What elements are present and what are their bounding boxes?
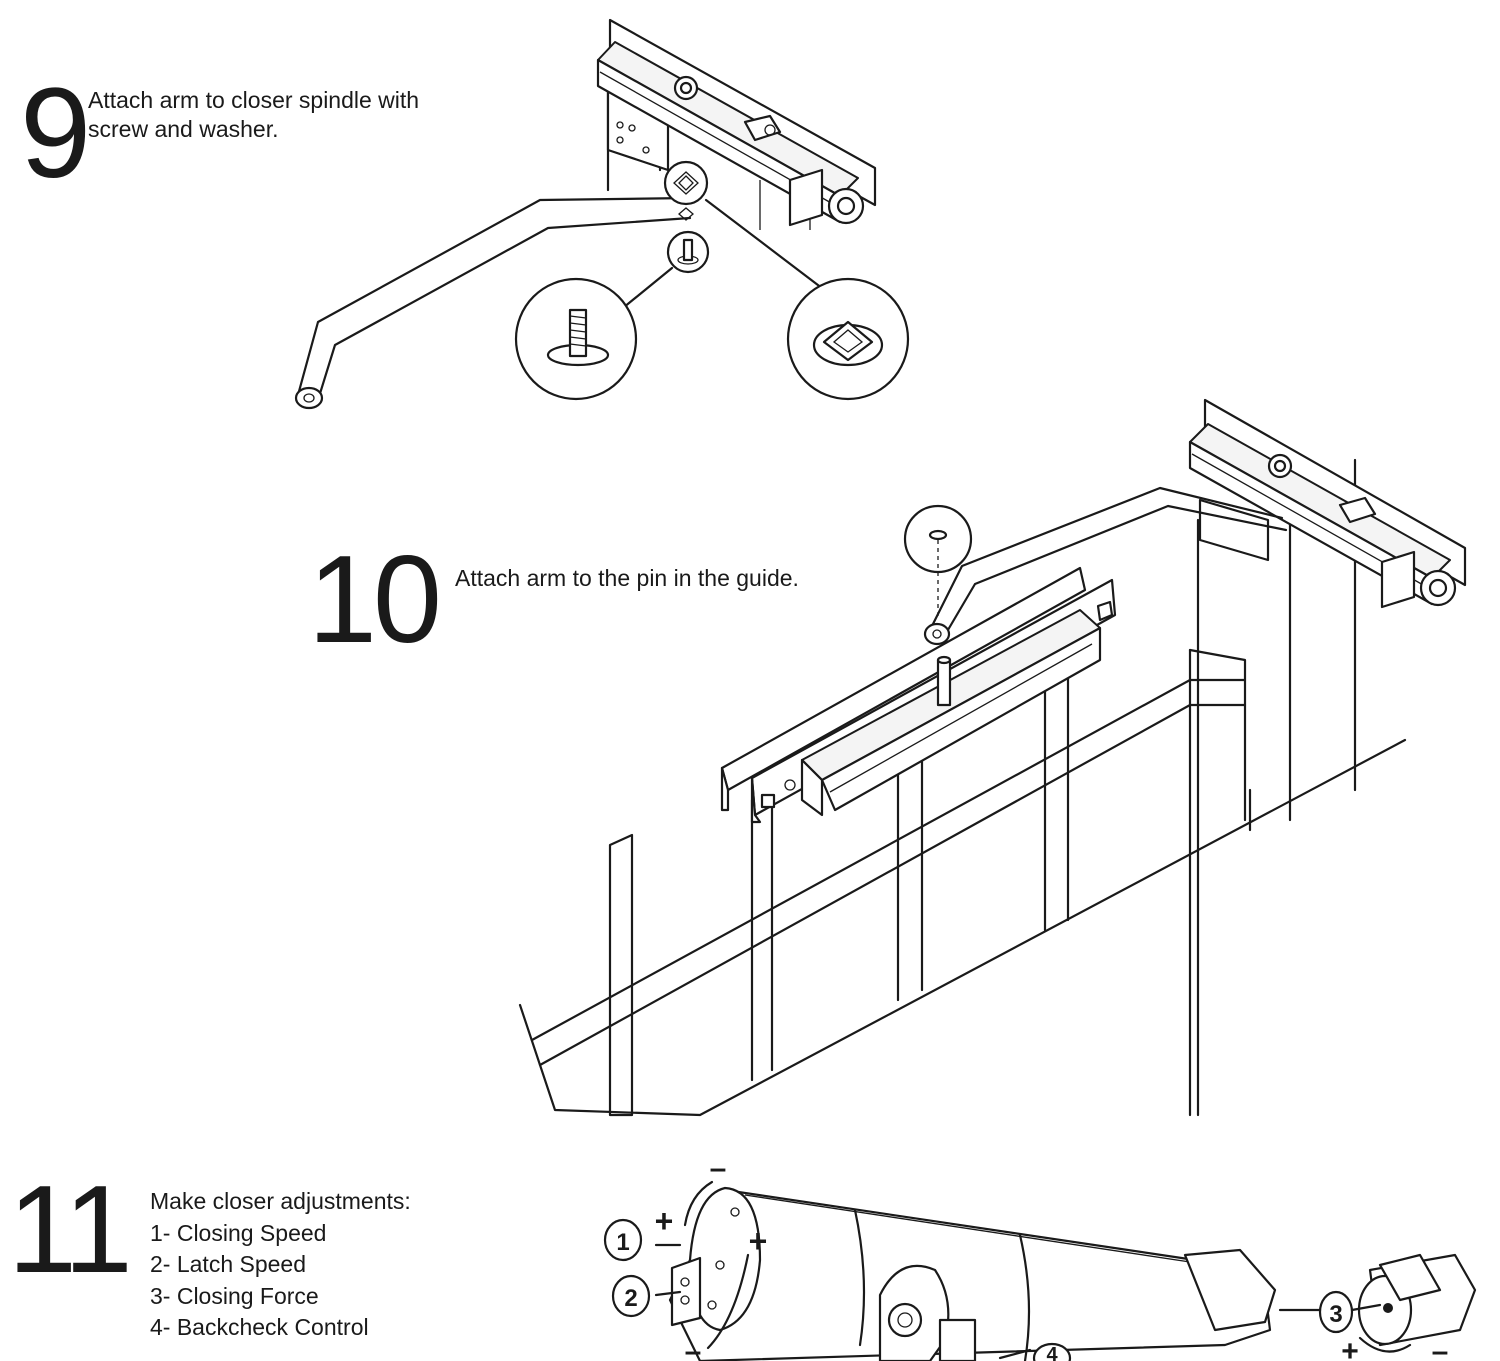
callout-1: 1 [603,1218,643,1262]
minus-sign-top: – [710,1152,727,1185]
step-11-number: 11 [8,1161,133,1299]
screw-washer-detail-circle [514,277,638,401]
step-10-closer-body [1188,398,1467,609]
minus-sign-end-cap: – [1432,1335,1449,1361]
step-11-line-2: 1- Closing Speed [150,1219,327,1246]
step-11-line-5: 4- Backcheck Control [150,1314,369,1340]
plus-sign-end-cap: + [1341,1335,1359,1361]
callout-3-label: 3 [1329,1301,1342,1328]
adjustment-signs: – + + – + – [655,1152,1449,1361]
step-9-spindle-callouts [616,160,837,314]
step-10-number: 10 [308,531,442,669]
callout-2-label: 2 [624,1285,637,1312]
callout-4-label: 4 [1046,1344,1058,1361]
callout-2: 2 [611,1274,651,1318]
step-11-end-cap [1357,1253,1477,1347]
plus-sign-left: + [655,1203,674,1239]
step-10-line-1: Attach arm to the pin in the guide. [455,565,799,591]
step-9-closer-body [596,18,877,227]
step-9-instructions: Attach arm to closer spindle with screw … [88,86,419,144]
step-11-instructions: Make closer adjustments: 1- Closing Spee… [150,1186,411,1344]
step-11-closer-body [668,1186,1277,1361]
step-11-adjustment-arrows [654,1180,1412,1360]
step-11-line-4: 3- Closing Force [150,1282,319,1309]
step-11-line-1: Make closer adjustments: [150,1188,411,1214]
callout-1-label: 1 [616,1229,629,1256]
step-9-number: 9 [20,62,91,205]
guide-pin-detail-circle [903,504,973,620]
step-10-track-guide [720,566,1117,824]
step-9-arm [294,196,692,410]
step-10-arm [923,486,1288,646]
step-9-line-2: screw and washer. [88,116,279,142]
step-11-line-3: 2- Latch Speed [150,1251,307,1277]
callout-4: 4 [1032,1342,1072,1361]
step-9-line-1: Attach arm to closer spindle with [88,87,420,113]
step-10-instructions: Attach arm to the pin in the guide. [455,564,799,593]
minus-sign-bottom: – [685,1335,702,1361]
washer-detail-circle [786,277,910,401]
callout-3: 3 [1318,1290,1354,1334]
plus-sign-right: + [749,1223,768,1259]
